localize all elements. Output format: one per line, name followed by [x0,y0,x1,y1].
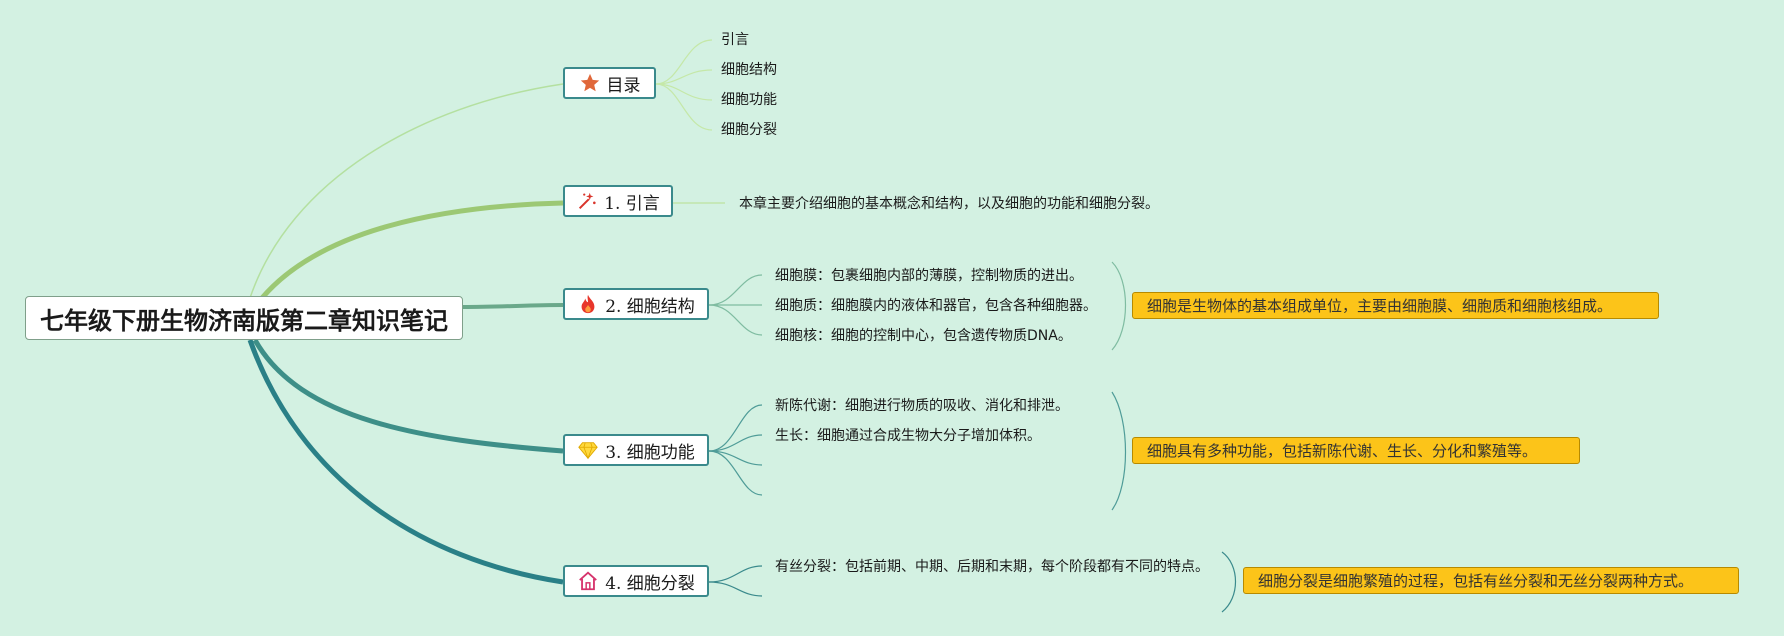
diamond-icon [577,439,599,461]
bracket-division [1221,551,1236,613]
connector-root-structure [462,303,564,309]
summary-function[interactable]: 细胞具有多种功能，包括新陈代谢、生长、分化和繁殖等。 [1132,437,1580,464]
magic-wand-icon [576,190,598,212]
star-icon [579,72,601,94]
toc-item[interactable]: 细胞结构 [721,62,777,78]
function-item[interactable]: 新陈代谢：细胞进行物质的吸收、消化和排泄。 [775,398,1069,414]
connector-root-toc [249,83,564,299]
connector-structure-3 [708,304,763,336]
toc-item[interactable]: 细胞功能 [721,92,777,108]
toc-item[interactable]: 引言 [721,32,749,48]
connector-function-2 [708,434,763,452]
connector-root-intro [260,200,564,300]
branch-label: 目录 [606,75,641,96]
branch-label: 4. 细胞分裂 [605,573,695,594]
structure-item[interactable]: 细胞质：细胞膜内的液体和器官，包含各种细胞器。 [775,298,1097,314]
branch-label: 3. 细胞功能 [605,442,695,463]
branch-toc[interactable]: 目录 [563,67,656,99]
house-icon [577,570,599,592]
branch-structure[interactable]: 2. 细胞结构 [563,288,709,320]
root-title: 七年级下册生物济南版第二章知识笔记 [40,306,448,335]
fire-icon [577,293,599,315]
connector-division-1 [708,565,763,583]
function-item[interactable]: 生长：细胞通过合成生物大分子增加体积。 [775,428,1041,444]
connector-function-4 [708,450,763,496]
branch-label: 1. 引言 [604,193,660,214]
connector-toc-1 [655,39,713,85]
connector-root-division [247,339,564,585]
bracket-structure [1111,261,1126,351]
connector-root-function [252,338,564,454]
connector-toc-2 [655,69,713,85]
bracket-function [1111,391,1127,511]
intro-text[interactable]: 本章主要介绍细胞的基本概念和结构，以及细胞的功能和细胞分裂。 [739,196,1159,212]
connector-function-1 [708,404,763,452]
connector-toc-4 [655,83,713,131]
connector-division-2 [708,581,763,597]
summary-division[interactable]: 细胞分裂是细胞繁殖的过程，包括有丝分裂和无丝分裂两种方式。 [1243,567,1739,594]
summary-structure[interactable]: 细胞是生物体的基本组成单位，主要由细胞膜、细胞质和细胞核组成。 [1132,292,1659,319]
branch-function[interactable]: 3. 细胞功能 [563,434,709,466]
branch-division[interactable]: 4. 细胞分裂 [563,565,709,597]
structure-item[interactable]: 细胞膜：包裹细胞内部的薄膜，控制物质的进出。 [775,268,1083,284]
branch-intro[interactable]: 1. 引言 [563,185,673,217]
root-topic[interactable]: 七年级下册生物济南版第二章知识笔记 [25,296,463,340]
structure-item[interactable]: 细胞核：细胞的控制中心，包含遗传物质DNA。 [775,328,1072,344]
branch-label: 2. 细胞结构 [605,296,695,317]
connector-toc-3 [655,83,713,101]
toc-item[interactable]: 细胞分裂 [721,122,777,138]
division-item[interactable]: 有丝分裂：包括前期、中期、后期和末期，每个阶段都有不同的特点。 [775,559,1209,575]
connector-structure-1 [708,274,763,306]
